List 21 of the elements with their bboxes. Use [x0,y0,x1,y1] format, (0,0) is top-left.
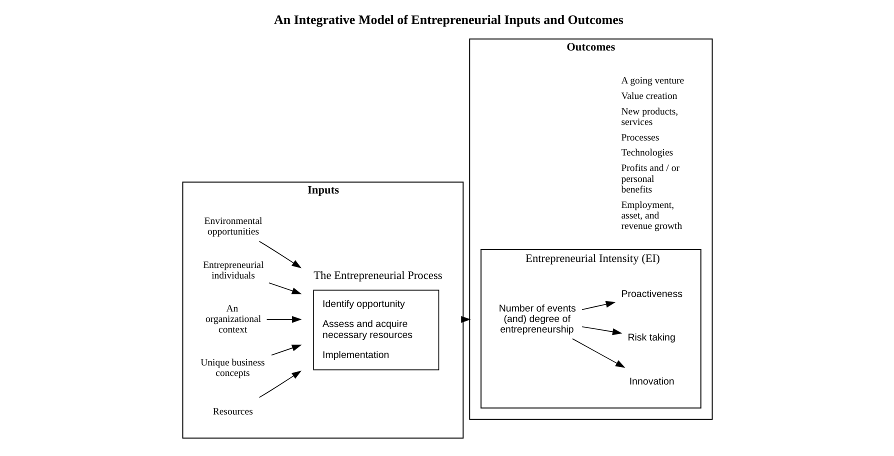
node-text: Proactiveness [620,288,682,300]
arrow [270,344,302,356]
node-text: Risk taking [627,332,675,344]
diagram-title: An Integrative Model of Entrepreneurial Inputs and Outcomes [273,12,623,28]
node-text: Innovation [628,376,674,388]
node-label: The Entrepreneurial Process [313,270,442,282]
node-box: Identify opportunity Assess and acquire necessary resources Implementation [312,290,439,370]
node-text: Environmental opportunities [204,216,262,238]
arrow [581,300,616,310]
node-text: A going venture Value creation New products, services Processes Technologies Profits and / or personal benefits Employment, asset, and revenue growth [620,75,684,232]
arrow [258,241,302,268]
arrow [258,370,302,398]
node-text: Unique business concepts [200,357,264,379]
arrow [268,282,302,294]
node-text: Resources [212,406,252,418]
arrow [572,338,625,368]
node-text: Entrepreneurial individuals [202,260,264,282]
arrow [266,316,302,323]
node-text: Number of events (and) degree of entrepreneurship [498,303,576,336]
node-text: An organizational context [205,303,261,336]
arrow [581,326,622,336]
